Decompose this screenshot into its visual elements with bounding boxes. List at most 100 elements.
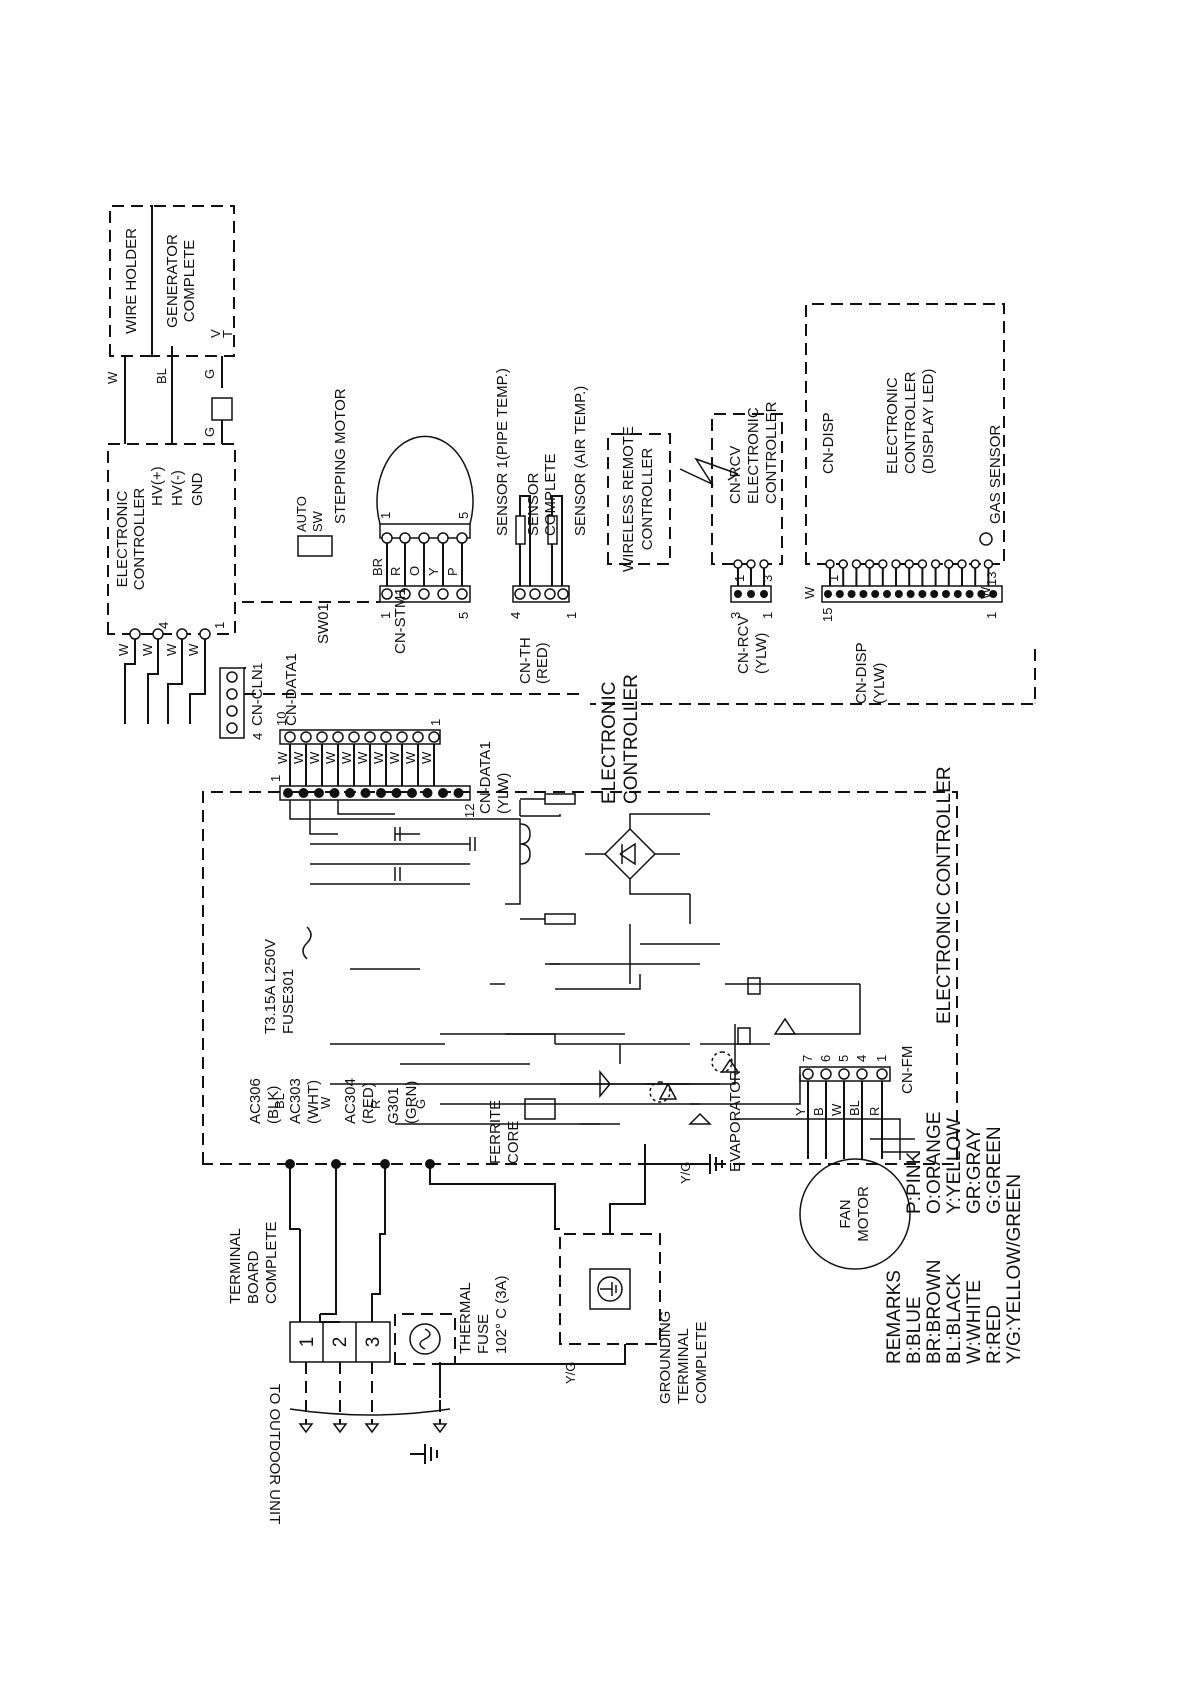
hv-controller-label-2: CONTROLLER [131,488,148,591]
fuse-name: FUSE301 [280,969,297,1034]
legend-item: BL:BLACK [944,1273,965,1364]
cn-data1-top-pins [284,731,440,743]
thermal-fuse-icon [409,1323,441,1355]
legend-item: GR:GRAY [964,1127,985,1214]
stepping-wire-label: Y [426,567,441,576]
stepping-motor-pin [456,532,468,544]
sensor-pipe-label: SENSOR 1(PIPE TEMP.) [494,368,511,536]
fan-motor-wire-label: Y [793,1107,808,1116]
legend-title: REMARKS [884,1270,905,1364]
hv-wire [167,639,183,724]
cn-data1-wire-label: W [387,751,402,764]
outdoor-unit-label: TO OUTDOOR UNIT [266,1384,283,1525]
cn-disp-pin [989,590,998,598]
cln-wire-label: W [116,643,131,656]
main-controller-label: ELECTRONIC CONTROLLER [934,766,955,1024]
sensor-air-label: SENSOR (AIR TEMP.) [572,386,589,536]
cn-cln-label: CN-CLN [249,669,266,726]
cn-fm-pin [856,1068,868,1080]
main-controller-box [202,791,958,1165]
hv-wire [124,639,136,724]
ac-wire-label: W [318,1096,333,1109]
cn-th-pin-first: 4 [508,612,523,619]
auto-switch-label: AUTO [294,496,309,532]
cn-data1-top-label: CN-DATA1 [283,653,300,726]
display-board-label-3: (DISPLAY LED) [920,369,937,474]
cn-data1-bottom-label: CN-DATA1 [477,741,494,814]
cn-rcv-label: CN-RCV [735,616,752,674]
wire-label-g1: G [202,369,217,379]
generator-label-2: COMPLETE [181,240,198,323]
wire-label-g2: G [202,427,217,437]
grounding-label-3: COMPLETE [693,1321,710,1404]
stepping-motor-pin-first: 1 [378,512,393,519]
cn-fm-label: CN-FM [899,1046,916,1094]
stepping-motor-label: STEPPING MOTOR [332,388,349,524]
cn-data1-bottom-pin [376,788,386,798]
cn-cln-pin [226,722,238,734]
fuse-symbol [302,926,312,960]
hv-pin [199,628,211,640]
cn-fm-pin-number: 4 [854,1055,869,1062]
ac-term-name: AC303 [287,1078,304,1124]
hv-terminal-plus: HV(+) [149,466,166,506]
cn-disp-pin [977,590,986,598]
cn-data1-wire-label: W [355,751,370,764]
cn-data1-top-pin [316,731,328,743]
cn-cln-pin [226,688,238,700]
display-board-pin [851,559,862,569]
cn-data1-wire-label: W [403,751,418,764]
cn-data1-top-pin [412,731,424,743]
stepping-motor-pin [399,532,411,544]
cn-disp-connector [821,585,1003,603]
cn-data1-wire-label: W [323,751,338,764]
grounding-wire: Y/G [563,1362,578,1384]
cn-data1-top-pin [428,731,440,743]
receiver-board-label: ELECTRONIC [745,407,762,504]
display-pin-first: 1 [826,575,841,582]
stepping-motor-body [376,435,474,525]
wire-r [379,1164,386,1244]
cn-data1-bottom-pin [298,788,309,798]
cln-wire-label: W [186,643,201,656]
cn-data1-bottom-pin [391,788,402,798]
cn-disp-pin [835,590,844,598]
cln-wire-label: W [164,643,179,656]
cn-data1-top-pin [364,731,376,743]
cn-data1-top-connector [279,729,441,745]
wire-g-ferrite [429,1164,560,1230]
cn-data1-wire-label: W [307,751,322,764]
cn-data1-top-pin-last: 1 [428,719,443,726]
terminal-board-label-2: BOARD [245,1250,262,1304]
wire-bl-l [289,1164,300,1230]
display-board-pin [944,559,954,569]
legend-item: R:RED [984,1305,1005,1364]
thermal-fuse-box [394,1313,456,1365]
cn-disp-pin [906,590,915,598]
stepping-wire-label: R [388,567,403,576]
thermal-fuse-label: THERMAL [457,1282,474,1354]
cn-disp-label: CN-DISP [853,642,870,704]
receiver-pin-first: 1 [732,575,747,582]
fan-motor-wire-label: R [867,1107,882,1116]
cn-disp-pin [824,590,832,598]
thermal-fuse-label-3: 102° C (3A) [493,1275,510,1354]
cn-disp-pin [965,590,974,598]
cn-cln-connector [219,667,245,739]
terminal-1: 1 [297,1337,318,1348]
infrared-signal-icon [679,457,739,486]
cn-fm-pin [876,1068,888,1080]
gas-sensor-label: GAS SENSOR [987,425,1004,524]
cn-disp-pin [883,590,891,598]
generator-label: GENERATOR [164,234,181,328]
cn-rcv-color: (YLW) [753,633,770,674]
evaporator-wire: Y/G [678,1162,693,1184]
hv-wire [189,639,206,724]
cn-rcv-pin-last: 1 [760,612,775,619]
color-legend: REMARKS B:BLUE BR:BROWN BL:BLACK W:WHITE… [884,1112,1025,1364]
cn-data1-top-pin [284,731,296,743]
legend-item: BR:BROWN [924,1260,945,1365]
hv-pin [152,628,164,640]
cn-disp-pin [894,590,903,598]
